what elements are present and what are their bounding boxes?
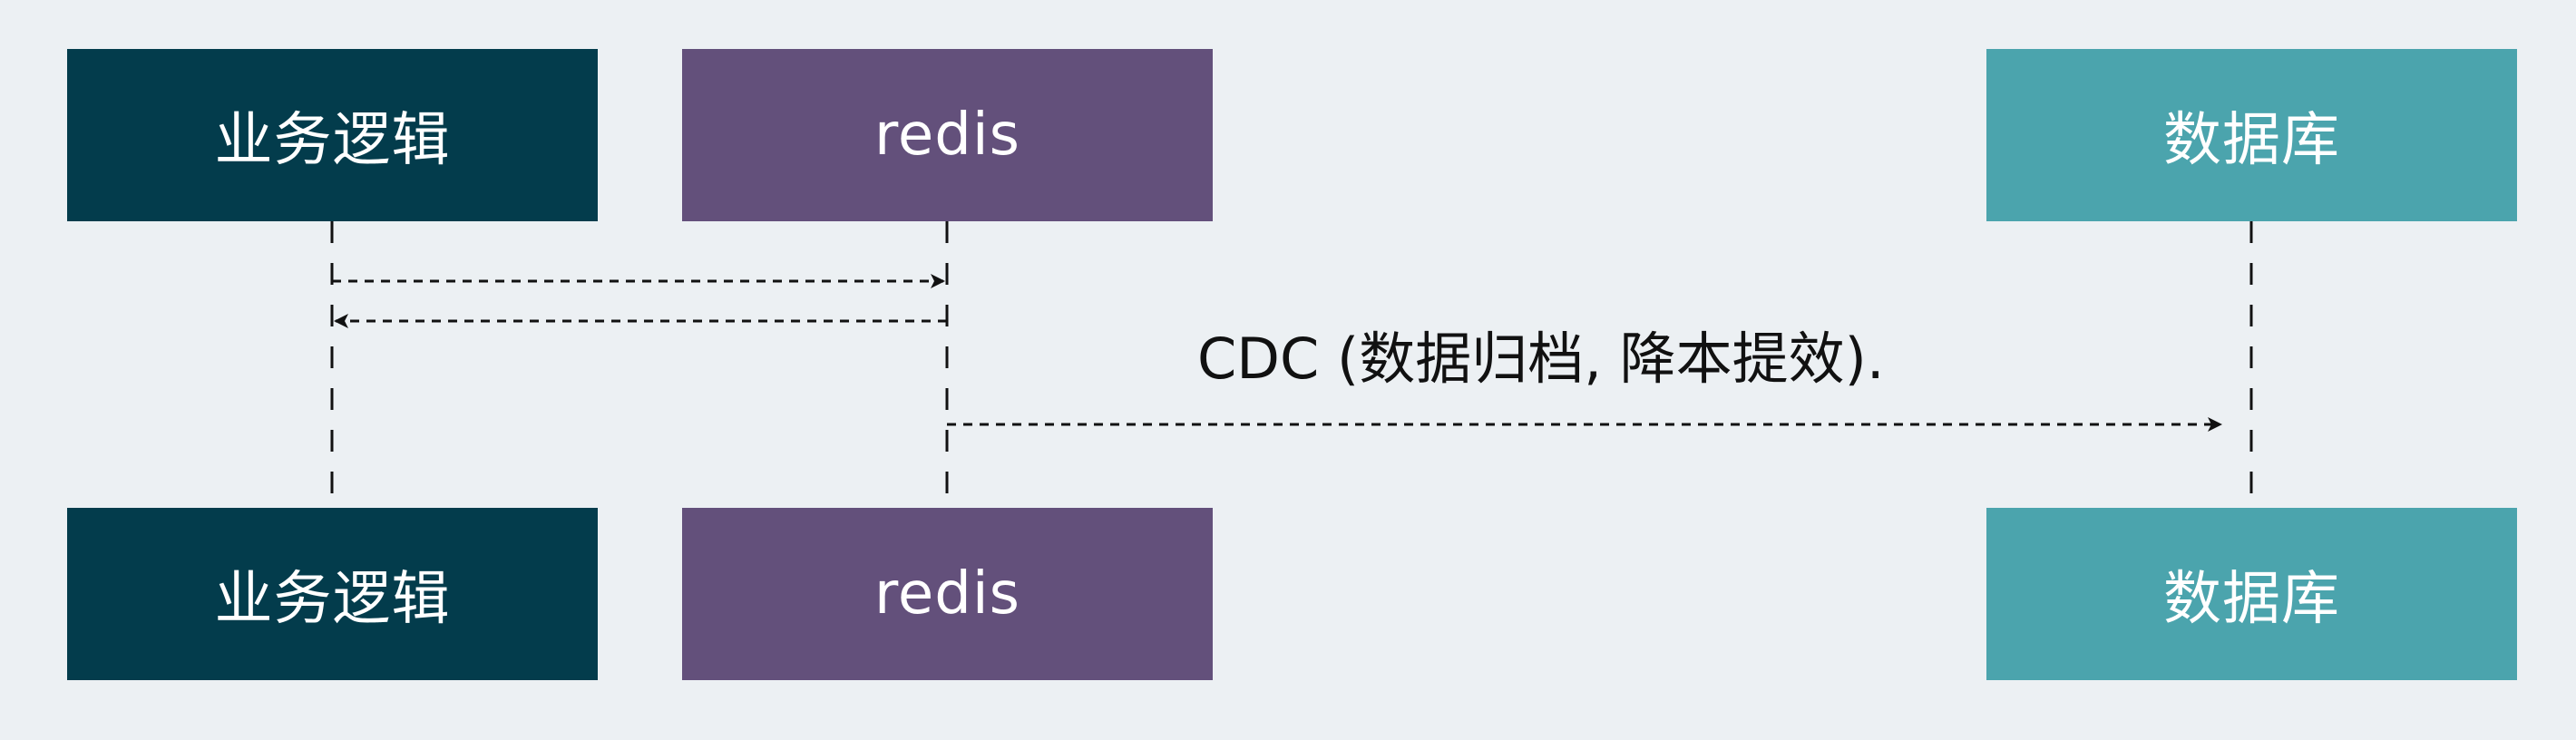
participant-database-top: 数据库 (1986, 49, 2517, 221)
participant-database-bottom: 数据库 (1986, 508, 2517, 680)
participant-redis-top: redis (682, 49, 1213, 221)
participant-business-top: 业务逻辑 (67, 49, 598, 221)
message-label-cdc: CDC (数据归档, 降本提效). (1197, 326, 1885, 392)
participant-business-bottom: 业务逻辑 (67, 508, 598, 680)
participant-redis-bottom: redis (682, 508, 1213, 680)
